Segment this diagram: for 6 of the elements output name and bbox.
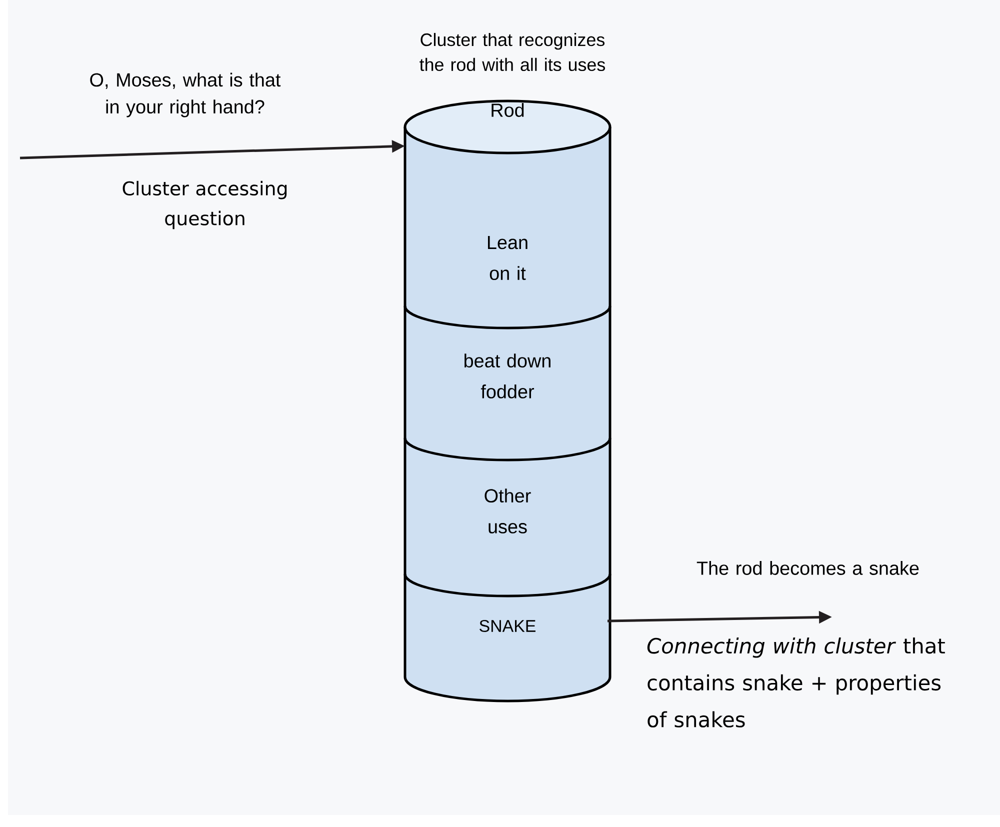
edge-label: The rod becomes a snake xyxy=(696,561,919,575)
cylinder-label: Rod xyxy=(492,103,524,117)
note: Connecting with cluster that contains snake + properties of snakes xyxy=(647,638,945,728)
node-label: Cluster that recognizes the rod with all its uses xyxy=(420,32,606,72)
edge-label: O, Moses, what is that in your right hand? xyxy=(90,72,281,118)
note: Cluster accessing question xyxy=(122,180,287,230)
